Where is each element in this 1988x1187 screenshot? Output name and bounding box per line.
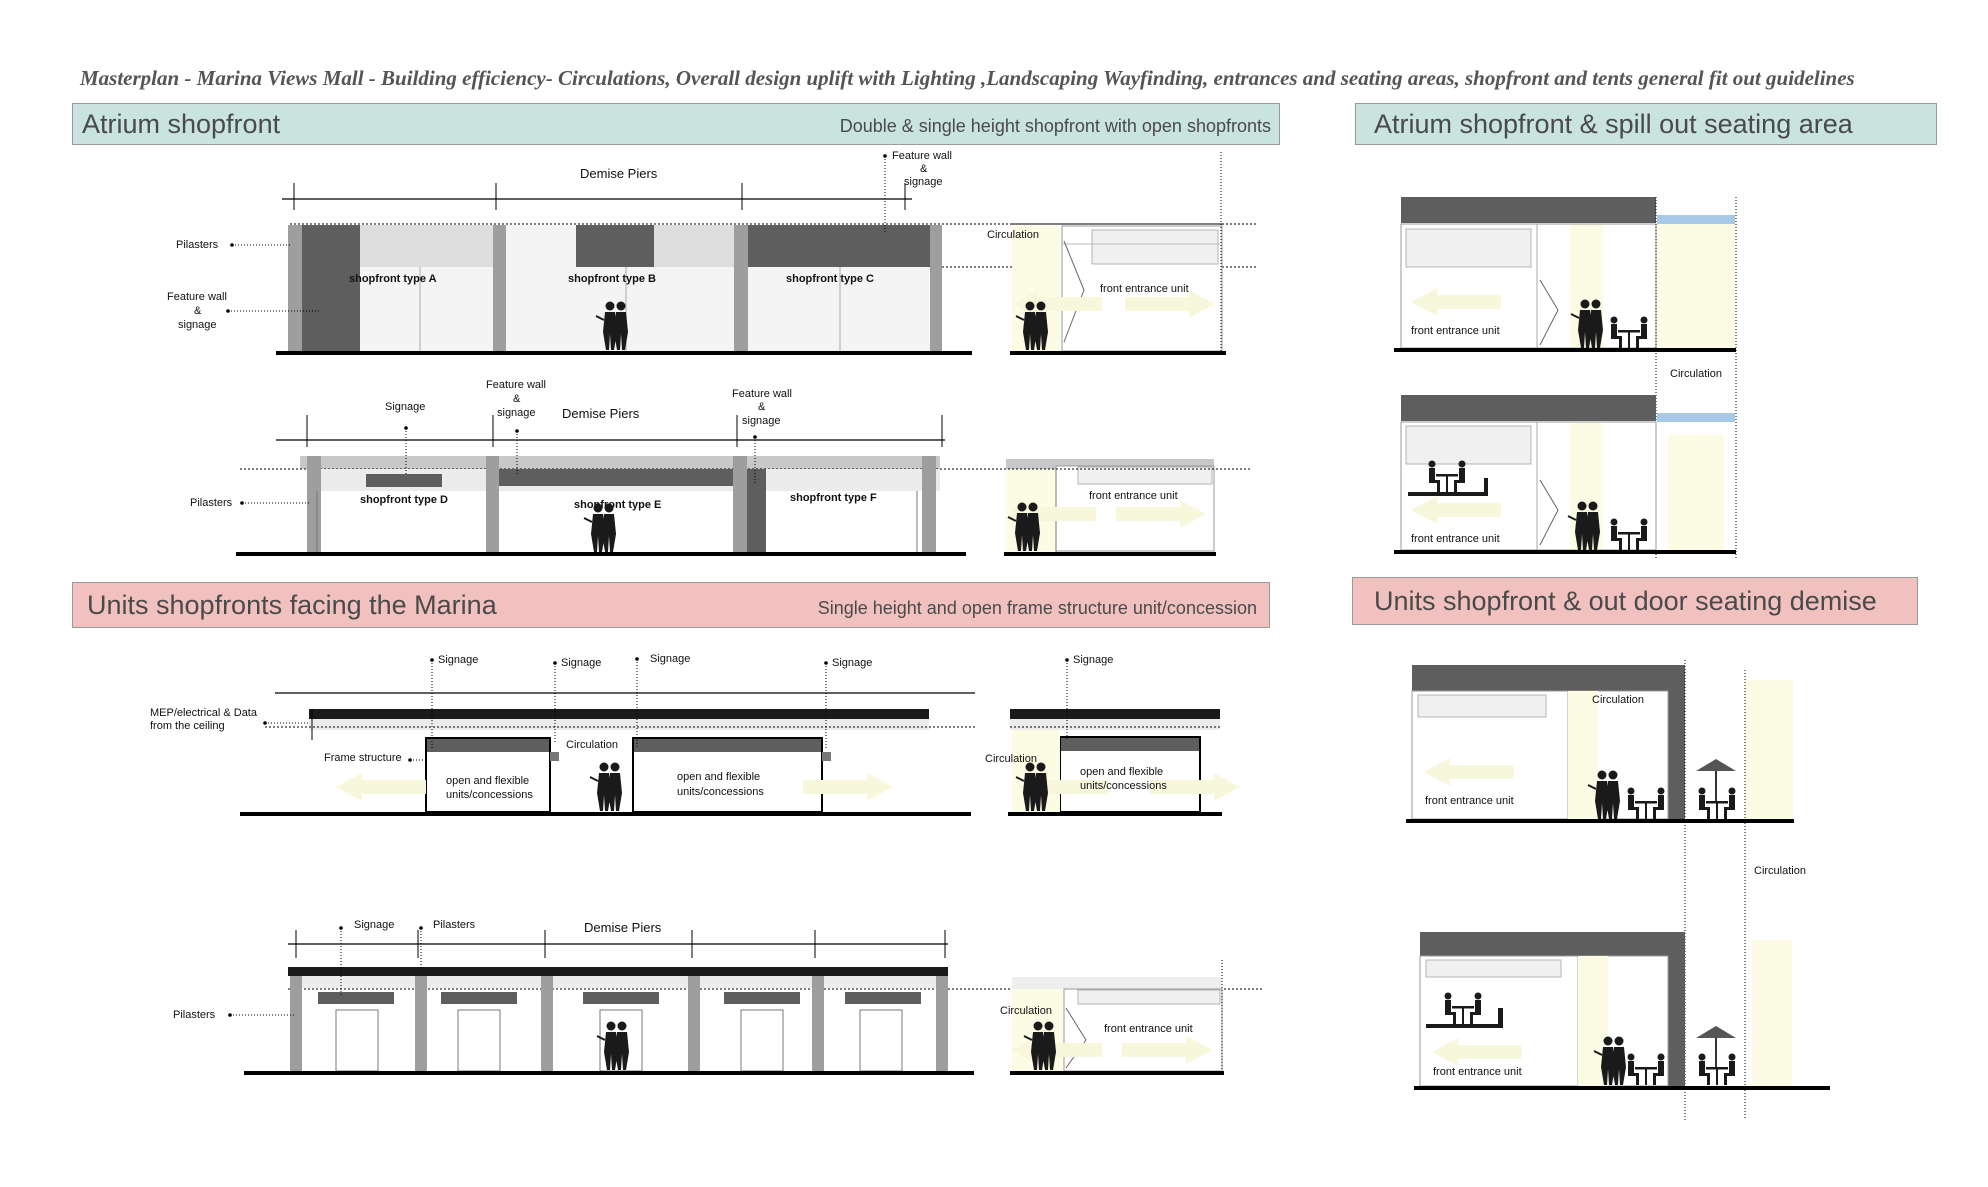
marina-elevation-2: Demise Piers Pilasters Signage Pilasters: [173, 919, 1262, 1075]
label-mep-1: MEP/electrical & Data: [150, 707, 258, 719]
label-signage: Signage: [561, 657, 601, 669]
label-front-entrance: front entrance unit: [1411, 325, 1500, 337]
label-front-entrance: front entrance unit: [1089, 490, 1178, 502]
label-front-entrance: front entrance unit: [1100, 283, 1189, 295]
label-demise-piers: Demise Piers: [562, 406, 640, 421]
label-shopfront-c: shopfront type C: [786, 273, 874, 285]
label-signage: signage: [497, 407, 536, 419]
atrium-section-2: front entrance unit: [1000, 459, 1250, 556]
label-feature-wall: Feature wall: [892, 150, 952, 162]
label-circulation: Circulation: [566, 739, 618, 751]
label-pilasters: Pilasters: [173, 1009, 216, 1021]
label-signage: Signage: [650, 653, 690, 665]
label-front-entrance: front entrance unit: [1411, 533, 1500, 545]
label-signage: Signage: [1073, 654, 1113, 666]
label-frame-structure: Frame structure: [324, 752, 402, 764]
banner-units-outdoor: Units shopfront & out door seating demis…: [1352, 577, 1918, 625]
banner-units-marina: Units shopfronts facing the Marina Singl…: [72, 582, 1270, 628]
label-feature-wall: Feature wall: [486, 379, 546, 391]
label-front-entrance: front entrance unit: [1425, 795, 1514, 807]
label-front-entrance: front entrance unit: [1104, 1023, 1193, 1035]
outdoor-section-1: front entrance unit Circulation Circulat…: [1406, 660, 1806, 1120]
label-pilasters: Pilasters: [433, 919, 476, 931]
label-amp: &: [194, 305, 202, 317]
label-units-concessions: units/concessions: [677, 786, 764, 798]
page-title: Masterplan - Marina Views Mall - Buildin…: [80, 66, 1855, 90]
label-pilasters: Pilasters: [176, 239, 219, 251]
atrium-section-1: Circulation front entrance unit: [987, 152, 1226, 355]
label-signage: signage: [178, 319, 217, 331]
label-circulation: Circulation: [1670, 368, 1722, 380]
label-circulation: Circulation: [985, 753, 1037, 765]
label-signage: signage: [742, 415, 781, 427]
label-shopfront-b: shopfront type B: [568, 273, 656, 285]
label-signage: Signage: [354, 919, 394, 931]
label-circulation: Circulation: [1000, 1005, 1052, 1017]
marina-section-1: open and flexible units/concessions Circ…: [985, 654, 1240, 816]
atrium-elevation-2: Demise Piers shopfront type D shopfront …: [190, 379, 1250, 556]
label-amp: &: [758, 401, 766, 413]
label-shopfront-f: shopfront type F: [790, 492, 877, 504]
banner-title: Units shopfront & out door seating demis…: [1374, 586, 1877, 616]
spill-out-section-1: front entrance unit Circulation: [1394, 197, 1737, 560]
label-shopfront-e: shopfront type E: [574, 499, 661, 511]
label-demise-piers: Demise Piers: [584, 920, 662, 935]
label-circulation: Circulation: [1754, 865, 1806, 877]
label-signage: Signage: [385, 401, 425, 413]
label-mep-2: from the ceiling: [150, 720, 225, 732]
label-signage: Signage: [438, 654, 478, 666]
label-amp: &: [920, 163, 928, 175]
label-amp: &: [513, 393, 521, 405]
label-open-flexible: open and flexible: [1080, 766, 1163, 778]
marina-section-2: Circulation front entrance unit: [1000, 960, 1224, 1075]
label-circulation: Circulation: [1592, 694, 1644, 706]
label-shopfront-d: shopfront type D: [360, 494, 448, 506]
label-open-flexible: open and flexible: [446, 775, 529, 787]
label-shopfront-a: shopfront type A: [349, 273, 437, 285]
label-circulation: Circulation: [987, 229, 1039, 241]
banner-title: Atrium shopfront & spill out seating are…: [1374, 109, 1853, 139]
banner-title: Units shopfronts facing the Marina: [87, 590, 497, 620]
label-front-entrance: front entrance unit: [1433, 1066, 1522, 1078]
banner-subtitle: Double & single height shopfront with op…: [839, 116, 1271, 136]
outdoor-section-2: front entrance unit: [1414, 932, 1830, 1090]
label-pilasters: Pilasters: [190, 497, 233, 509]
label-signage: signage: [904, 176, 943, 188]
spill-out-section-2: front entrance unit: [1394, 395, 1736, 554]
label-feature-wall: Feature wall: [167, 291, 227, 303]
label-units-concessions: units/concessions: [1080, 780, 1167, 792]
label-demise-piers: Demise Piers: [580, 166, 658, 181]
banner-title: Atrium shopfront: [82, 109, 281, 139]
label-open-flexible: open and flexible: [677, 771, 760, 783]
marina-elevation-1: open and flexible units/concessions open…: [150, 653, 975, 816]
atrium-elevation-1: Demise Piers shopfront type A shopfront …: [167, 150, 1258, 355]
banner-atrium-shopfront: Atrium shopfront Double & single height …: [72, 103, 1280, 145]
label-signage: Signage: [832, 657, 872, 669]
label-units-concessions: units/concessions: [446, 789, 533, 801]
banner-subtitle: Single height and open frame structure u…: [817, 598, 1257, 618]
banner-atrium-spill-out: Atrium shopfront & spill out seating are…: [1355, 103, 1937, 145]
label-feature-wall: Feature wall: [732, 388, 792, 400]
